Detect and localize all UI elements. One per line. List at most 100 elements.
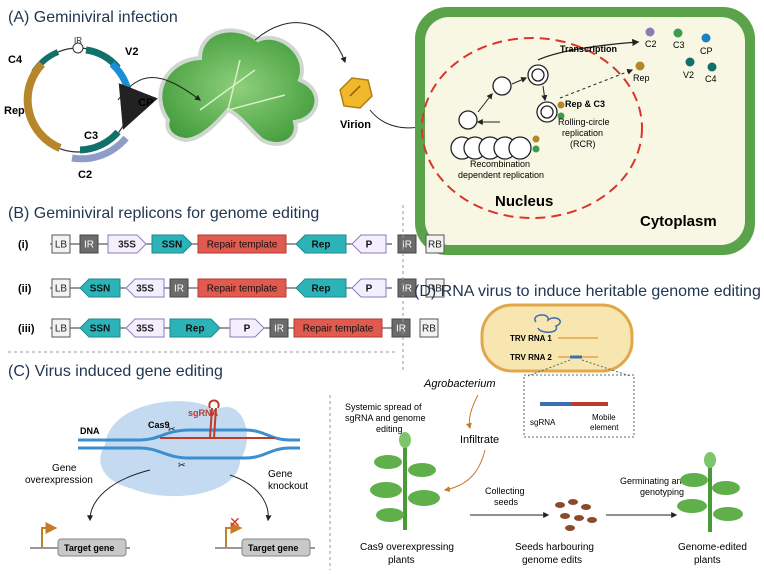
- infiltrate-label: Infiltrate: [460, 434, 499, 446]
- cycle-arrow-3: [541, 85, 548, 102]
- knockout-line-2: knockout: [268, 481, 308, 492]
- overexpression-line-2: overexpression: [25, 475, 93, 486]
- construct-part-label: IR: [174, 284, 184, 295]
- collecting-line-1: Collecting: [485, 486, 525, 496]
- construct-part-rep: [295, 278, 347, 298]
- infiltrate-arrow-top: [465, 394, 479, 430]
- construct-part-label: LB: [55, 284, 68, 295]
- construct-part-ir: [169, 278, 189, 298]
- rdr-line-1: Recombination: [470, 159, 530, 169]
- cytoplasm-area: [425, 17, 745, 245]
- overexpression-line-1: Gene: [52, 463, 77, 474]
- rep-c3-label: Rep & C3: [565, 99, 605, 109]
- construct-part-label: Rep: [312, 240, 331, 251]
- nucleus-boundary: [421, 37, 643, 219]
- construct-part-label: Repair template: [207, 284, 278, 295]
- cycle-arrow-1: [477, 93, 493, 113]
- leaf-image: [158, 28, 319, 146]
- construct-part-ir: [391, 318, 411, 338]
- genome-to-leaf-arrow: [117, 77, 201, 101]
- construct-part-repair-template: [293, 318, 383, 338]
- construct-part-label: IR: [84, 240, 94, 251]
- rep-gene: [23, 61, 62, 152]
- protein-c4-label: C4: [705, 74, 717, 84]
- dna-label: DNA: [80, 426, 100, 436]
- zoom-line-left: [527, 359, 571, 377]
- construct-part-label: IR: [274, 324, 284, 335]
- promoter-arrow-right: [225, 522, 243, 548]
- construct-part-ir: [269, 318, 289, 338]
- target-gene-label-left: Target gene: [64, 543, 114, 553]
- rcr-line-3: (RCR): [570, 139, 596, 149]
- c3-label: C3: [84, 130, 98, 142]
- construct-part-lb: [51, 278, 71, 298]
- construct-part-ssn: [79, 318, 121, 338]
- v2-label: V2: [125, 46, 138, 58]
- panel-c-title: (C) Virus induced gene editing: [8, 363, 223, 380]
- dna-strand: [78, 428, 300, 460]
- protein-c3-label: C3: [673, 40, 685, 50]
- agrobacterium-cell: [480, 303, 634, 373]
- promoter-arrow-left: [41, 522, 58, 548]
- knockout-line-1: Gene: [268, 469, 293, 480]
- transcription-label: Transcription: [560, 44, 617, 54]
- construct-part-ssn: [151, 234, 193, 254]
- leaf-to-virion-arrow: [254, 22, 347, 64]
- cas9-label: Cas9: [148, 420, 170, 430]
- construct-part-label: SSN: [90, 324, 111, 335]
- blocked-x-icon: ✕: [229, 514, 241, 530]
- collecting-line-2: seeds: [494, 497, 519, 507]
- construct-part-label: IR: [402, 284, 412, 295]
- construct-part-label: RB: [422, 324, 436, 335]
- construct-row-label: (ii): [18, 283, 32, 295]
- agrobacterium-label: Agrobacterium: [423, 378, 496, 390]
- trv2-label: TRV RNA 2: [510, 353, 552, 362]
- construct-part-label: Repair template: [207, 240, 278, 251]
- construct-part-label: P: [366, 240, 373, 251]
- infiltrate-arrow-bottom: [443, 449, 486, 492]
- rep-label: Rep: [4, 105, 25, 117]
- target-gene-box-right: [241, 538, 311, 557]
- construct-part-rb: [425, 278, 445, 298]
- nucleus-label: Nucleus: [495, 193, 553, 210]
- construct-part-rb: [425, 234, 445, 254]
- construct-part-35s: [125, 278, 165, 298]
- construct-part-repair-template: [197, 234, 287, 254]
- sgrna-label-d: sgRNA: [530, 418, 556, 427]
- mobile-line-2: element: [590, 423, 619, 432]
- replication-cycle: [450, 64, 558, 160]
- protein-c2-label: C2: [645, 39, 657, 49]
- seeds-icon: [555, 499, 597, 531]
- construct-part-label: Rep: [186, 324, 205, 335]
- construct-part-label: LB: [55, 324, 68, 335]
- protein-cp-label: CP: [700, 46, 713, 56]
- plant2-line-2: plants: [694, 555, 721, 566]
- construct-part-label: RB: [428, 284, 442, 295]
- construct-part-35s: [125, 318, 165, 338]
- c3-protein-dot: [557, 112, 565, 120]
- construct-part-lb: [51, 318, 71, 338]
- systemic-line-1: Systemic spread of: [345, 402, 422, 412]
- construct-part-label: P: [244, 324, 251, 335]
- c2-label: C2: [78, 169, 92, 181]
- knockout-arrow: [229, 474, 272, 522]
- rep-protein-dot-2: [532, 135, 540, 143]
- cp-gene: [109, 61, 158, 130]
- germinating-line-2: genotyping: [640, 487, 684, 497]
- construct-part-repair-template: [197, 278, 287, 298]
- construct-part-ir: [79, 234, 99, 254]
- zoom-line-right: [581, 359, 631, 377]
- edited-plant-icon: [677, 452, 743, 532]
- construct-part-lb: [51, 234, 71, 254]
- construct-part-p: [351, 234, 387, 254]
- rep-return-arrow: [559, 68, 634, 99]
- panel-a-title: (A) Geminiviral infection: [8, 9, 178, 26]
- construct-part-p: [229, 318, 265, 338]
- scissors-icon-1: ✂: [168, 424, 176, 434]
- rdr-line-2: dependent replication: [458, 170, 544, 180]
- target-gene-box-left: [57, 538, 127, 557]
- construct-part-ssn: [79, 278, 121, 298]
- trv1-label: TRV RNA 1: [510, 334, 552, 343]
